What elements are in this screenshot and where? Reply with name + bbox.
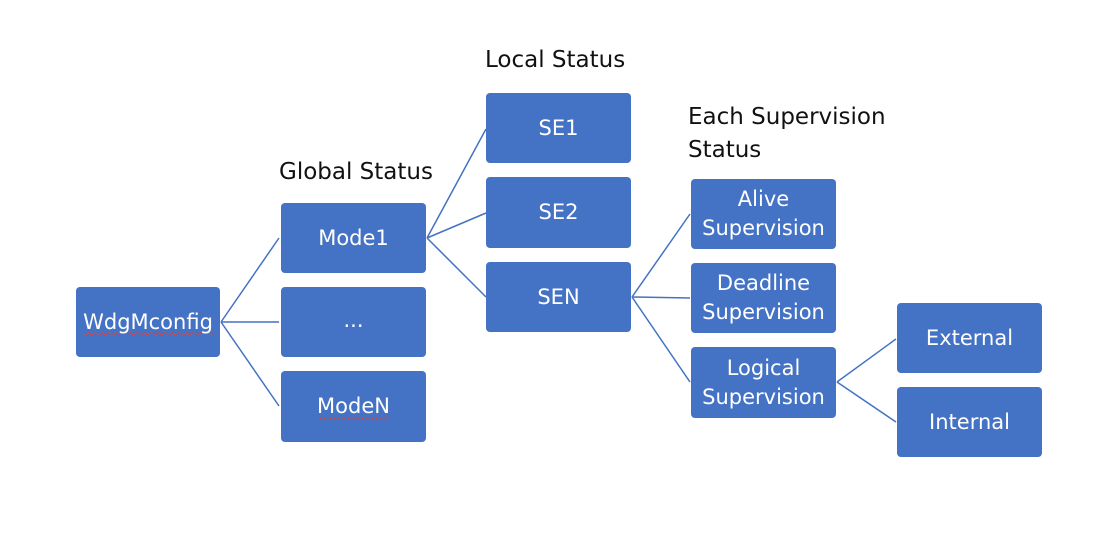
node-mode-ellipsis-label: ... bbox=[343, 308, 364, 332]
heading-each-supervision-status: Each Supervision Status bbox=[688, 104, 886, 163]
node-mode-ellipsis: ... bbox=[281, 287, 426, 357]
connector-root-mode1 bbox=[220, 237, 280, 323]
node-mode1: Mode1 bbox=[281, 203, 426, 273]
connector-logical-external bbox=[836, 338, 897, 383]
node-wdgmconfig-label: WdgMconfig bbox=[83, 309, 213, 334]
node-alive-supervision: Alive Supervision bbox=[691, 179, 836, 249]
heading-global-status: Global Status bbox=[279, 159, 433, 185]
connector-mode1-sen bbox=[426, 237, 487, 298]
node-deadline-supervision: Deadline Supervision bbox=[691, 263, 836, 333]
node-modeN: ModeN bbox=[281, 371, 426, 442]
node-se2: SE2 bbox=[486, 177, 631, 248]
connector-mode1-se1 bbox=[426, 128, 487, 239]
connector-sen-deadline bbox=[631, 296, 691, 299]
node-wdgmconfig: WdgMconfig bbox=[76, 287, 220, 357]
connector-mode1-se2 bbox=[426, 212, 487, 239]
node-se1: SE1 bbox=[486, 93, 631, 163]
node-sen: SEN bbox=[486, 262, 631, 332]
node-modeN-label: ModeN bbox=[317, 394, 390, 418]
connector-sen-alive bbox=[631, 213, 691, 298]
node-logical-supervision: Logical Supervision bbox=[691, 347, 836, 418]
node-internal: Internal bbox=[897, 387, 1042, 457]
node-external: External bbox=[897, 303, 1042, 373]
connector-logical-internal bbox=[836, 381, 897, 423]
connector-root-modeN bbox=[220, 321, 280, 407]
connector-sen-logical bbox=[631, 296, 691, 383]
heading-local-status: Local Status bbox=[485, 47, 626, 73]
